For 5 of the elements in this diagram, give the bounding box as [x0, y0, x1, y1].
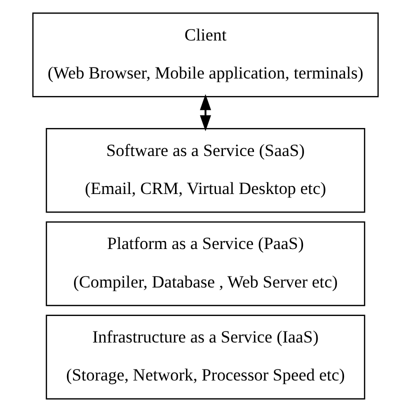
arrow [199, 94, 211, 132]
node-box: Client (Web Browser, Mobile application, terminals) [32, 12, 378, 98]
node-box: Infrastructure as a Service (IaaS) (Storage, Network, Processor Speed etc) [45, 314, 365, 400]
node-box: Platform as a Service (PaaS) (Compiler, Database , Web Server etc) [45, 221, 365, 306]
node-box: Software as a Service (SaaS) (Email, CRM, Virtual Desktop etc) [45, 128, 365, 213]
